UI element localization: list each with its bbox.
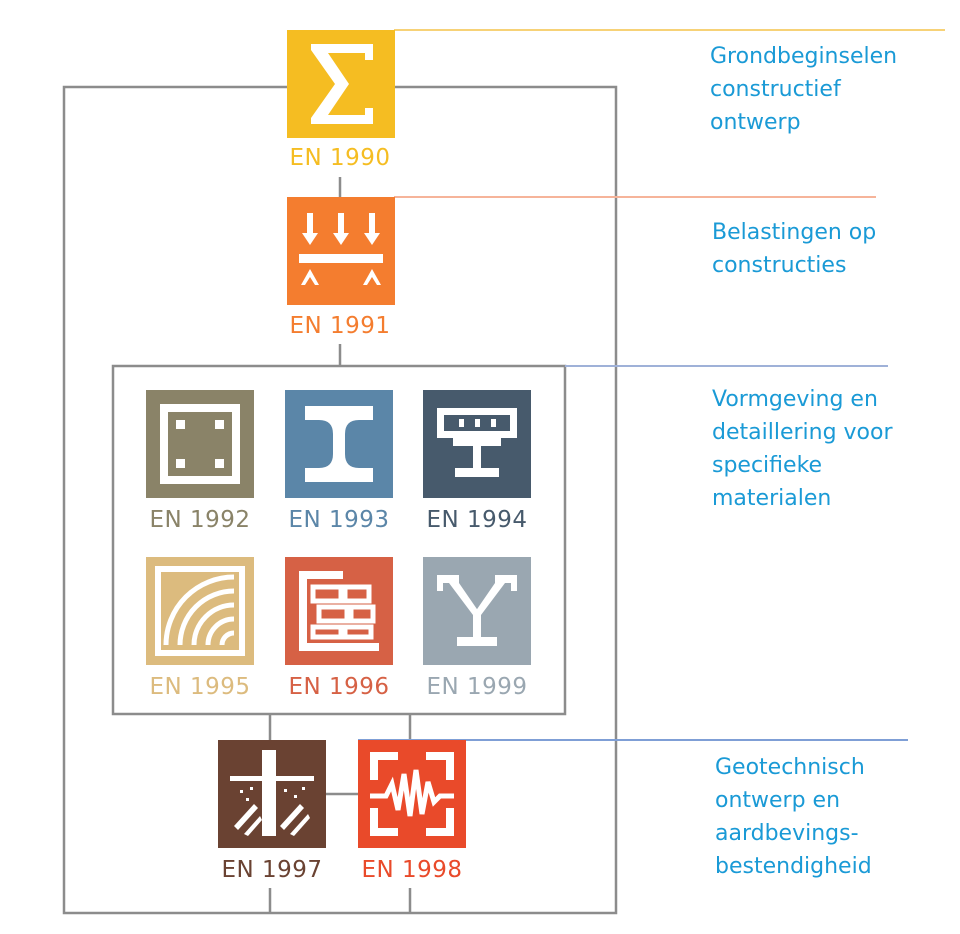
en1997-tile[interactable] (218, 740, 326, 848)
loads-icon (287, 197, 395, 305)
en1996-tile[interactable] (285, 557, 393, 665)
category-materials-line: detaillering voor (712, 420, 893, 445)
timber-rings-icon (146, 557, 254, 665)
foundation-pile-icon (218, 740, 326, 848)
en1993-label: EN 1993 (288, 507, 390, 533)
en1999-label: EN 1999 (426, 674, 528, 700)
masonry-bricks-icon (285, 557, 393, 665)
category-basis: Grondbeginselen constructief ontwerp (710, 40, 897, 139)
category-geotechnical-line: bestendigheid (715, 854, 872, 879)
category-basis-line: Grondbeginselen (710, 44, 898, 69)
seismic-wave-icon (358, 740, 466, 848)
en1994-tile[interactable] (423, 390, 531, 498)
category-actions: Belastingen op constructies (712, 216, 876, 282)
category-materials-line: materialen (712, 486, 832, 511)
en1991-label: EN 1991 (289, 313, 391, 339)
category-materials: Vormgeving en detaillering voor specifie… (712, 383, 893, 515)
category-geotechnical-line: ontwerp en (715, 788, 841, 813)
category-basis-line: ontwerp (710, 110, 801, 135)
en1996-label: EN 1996 (288, 674, 390, 700)
en1990-label: EN 1990 (289, 145, 391, 171)
en1995-label: EN 1995 (149, 674, 251, 700)
category-actions-line: Belastingen op (712, 220, 877, 245)
category-geotechnical-line: Geotechnisch (715, 755, 865, 780)
aluminium-profile-icon (423, 557, 531, 665)
en1998-tile[interactable] (358, 740, 466, 848)
sigma-icon (287, 30, 395, 138)
en1993-tile[interactable] (285, 390, 393, 498)
category-actions-line: constructies (712, 253, 847, 278)
steel-ibeam-icon (285, 390, 393, 498)
en1991-tile[interactable] (287, 197, 395, 305)
en1994-label: EN 1994 (426, 507, 528, 533)
en1998-label: EN 1998 (361, 857, 463, 883)
en1997-label: EN 1997 (221, 857, 323, 883)
en1992-tile[interactable] (146, 390, 254, 498)
concrete-section-icon (146, 390, 254, 498)
category-materials-line: specifieke (712, 453, 823, 478)
category-basis-line: constructief (710, 77, 841, 102)
en1990-tile[interactable] (287, 30, 395, 138)
composite-beam-icon (423, 390, 531, 498)
category-geotechnical-line: aardbevings- (715, 821, 859, 846)
en1995-tile[interactable] (146, 557, 254, 665)
category-materials-line: Vormgeving en (712, 387, 878, 412)
category-geotechnical: Geotechnisch ontwerp en aardbevings- bes… (715, 751, 872, 883)
en1999-tile[interactable] (423, 557, 531, 665)
en1992-label: EN 1992 (149, 507, 251, 533)
